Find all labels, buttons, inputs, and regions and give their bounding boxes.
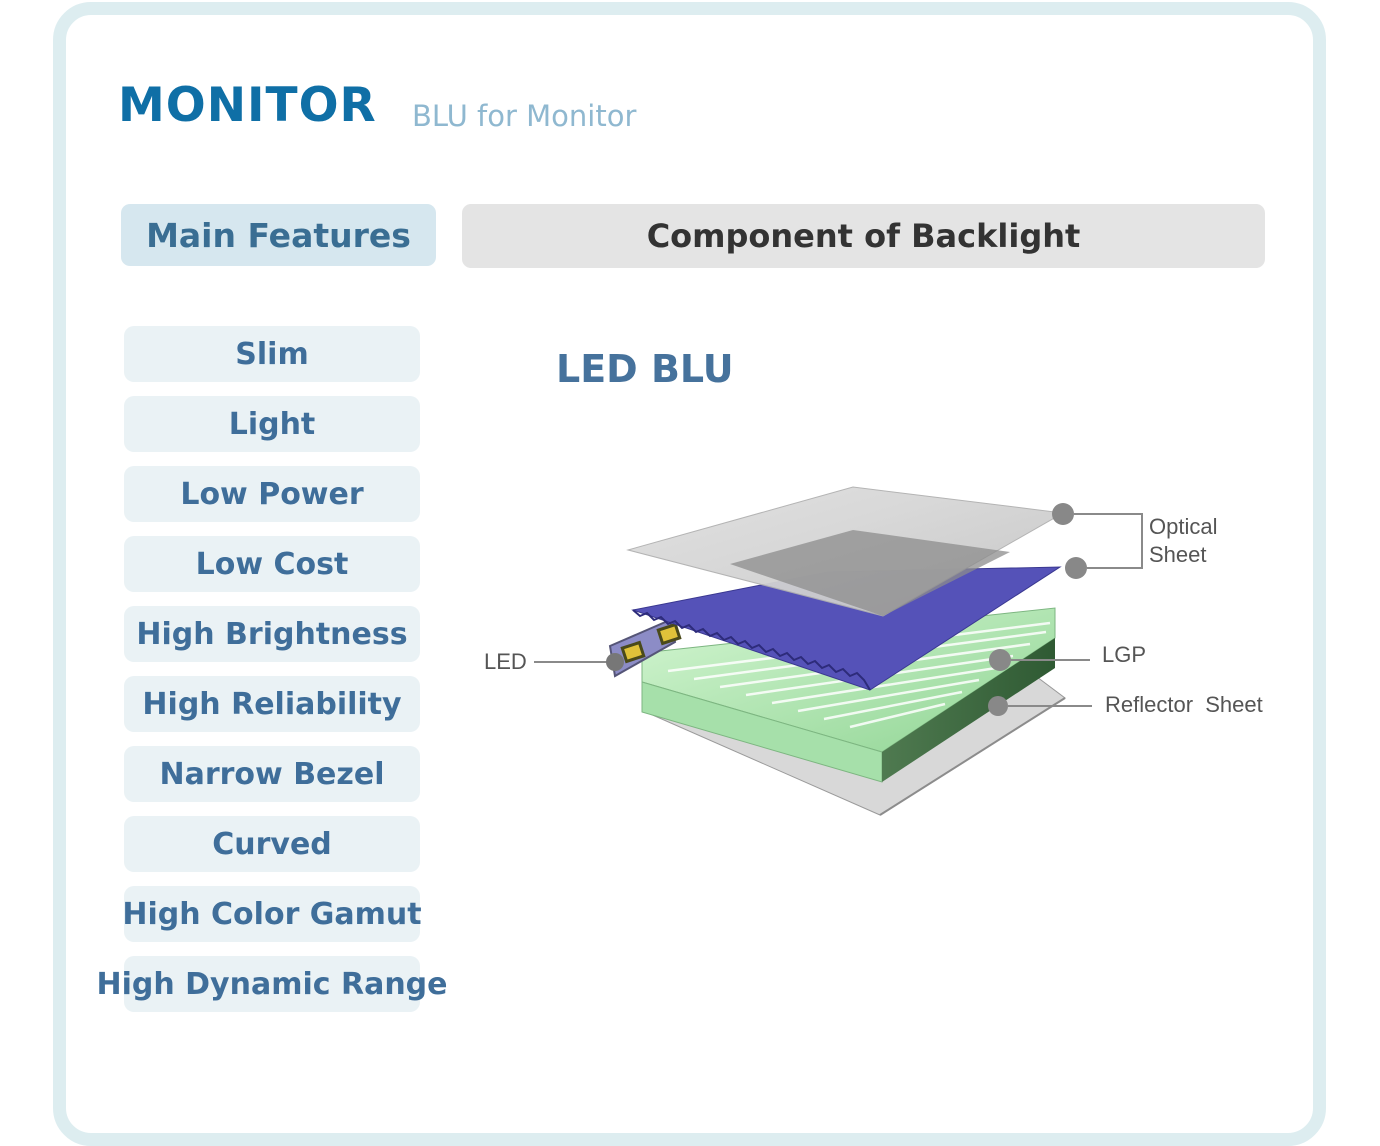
feature-item-label: Low Cost <box>195 546 349 582</box>
page-title: MONITOR <box>118 78 377 133</box>
lgp-callout-dot <box>989 649 1011 671</box>
lgp-side-face <box>882 638 1055 782</box>
optical-callout-dot-2 <box>1065 557 1087 579</box>
label-led: LED <box>484 649 527 674</box>
feature-item-light[interactable]: Light <box>124 396 420 452</box>
tab-component-of-backlight[interactable]: Component of Backlight <box>462 204 1265 268</box>
page-subtitle: BLU for Monitor <box>412 99 637 133</box>
label-lgp: LGP <box>1102 642 1146 667</box>
feature-item-slim[interactable]: Slim <box>124 326 420 382</box>
feature-item-label: Low Power <box>180 476 364 512</box>
reflector-edge <box>879 697 1066 816</box>
feature-item-narrow-bezel[interactable]: Narrow Bezel <box>124 746 420 802</box>
prism-sheet-teeth <box>632 609 871 691</box>
optical-sheet-shade <box>730 530 1010 616</box>
feature-item-label: Curved <box>212 826 332 862</box>
feature-item-label: Narrow Bezel <box>159 756 385 792</box>
feature-item-label: High Color Gamut <box>122 896 422 932</box>
label-reflector-sheet: Reflector Sheet <box>1105 692 1263 717</box>
feature-item-label: High Brightness <box>136 616 408 652</box>
tab-main-features[interactable]: Main Features <box>121 204 436 266</box>
feature-item-high-color-gamut[interactable]: High Color Gamut <box>122 886 422 942</box>
feature-item-label: Light <box>228 406 316 442</box>
feature-item-label: Slim <box>235 336 309 372</box>
feature-item-label: High Dynamic Range <box>96 966 448 1002</box>
feature-item-curved[interactable]: Curved <box>124 816 420 872</box>
led-blu-exploded-diagram: Optical Sheet LED LGP Reflector Sheet <box>484 486 1263 816</box>
led-callout-dot <box>606 653 624 671</box>
led-chip-2 <box>656 622 682 646</box>
tab-main-features-label: Main Features <box>146 215 411 255</box>
feature-item-high-reliability[interactable]: High Reliability <box>124 676 420 732</box>
feature-item-high-brightness[interactable]: High Brightness <box>124 606 420 662</box>
feature-item-low-power[interactable]: Low Power <box>124 466 420 522</box>
reflector-callout-dot <box>988 696 1008 716</box>
label-optical-line1: Optical <box>1149 514 1217 539</box>
label-optical-line2: Sheet <box>1149 542 1207 567</box>
feature-item-label: High Reliability <box>142 686 402 722</box>
tab-component-label: Component of Backlight <box>646 217 1081 255</box>
optical-callout-dot-1 <box>1052 503 1074 525</box>
diagram-title: LED BLU <box>556 347 734 391</box>
feature-item-high-dynamic-range[interactable]: High Dynamic Range <box>96 956 448 1012</box>
optical-bracket <box>1074 513 1143 569</box>
feature-item-low-cost[interactable]: Low Cost <box>124 536 420 592</box>
led-chip-1 <box>620 640 646 664</box>
